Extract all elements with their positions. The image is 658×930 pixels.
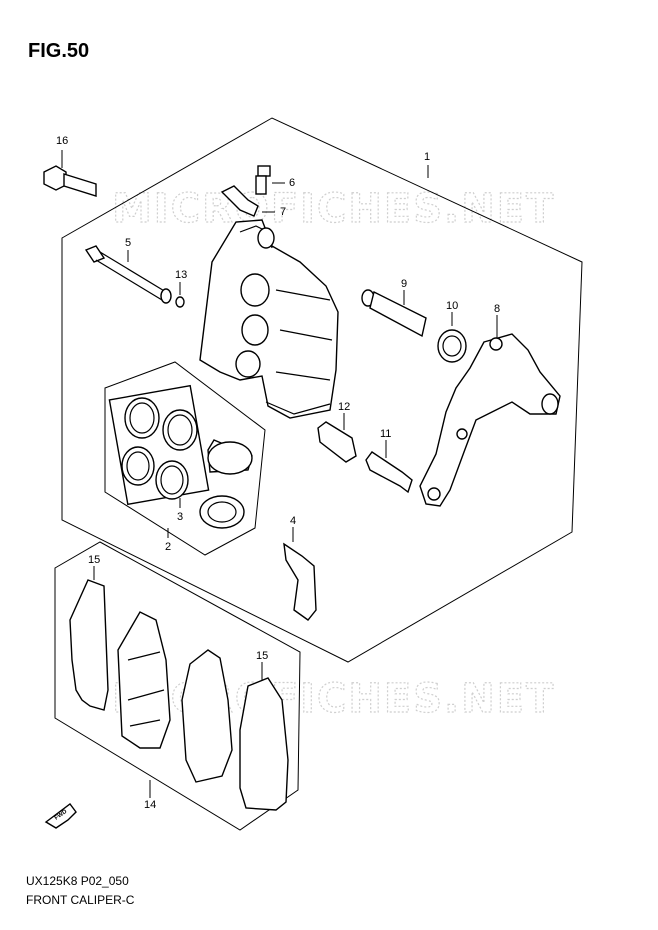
pad-spring-4 bbox=[283, 542, 317, 621]
callout-labels: 16 1 5 13 6 7 9 10 8 12 11 3 2 4 15 15 1… bbox=[56, 135, 500, 811]
fwd-arrow-icon: FWD bbox=[44, 803, 77, 829]
callout-12: 12 bbox=[338, 401, 350, 413]
callout-8: 8 bbox=[494, 303, 500, 315]
figure-name: FRONT CALIPER-C bbox=[26, 893, 135, 907]
pad-shim-15-left bbox=[69, 579, 109, 711]
callout-11: 11 bbox=[380, 428, 391, 440]
pin-5 bbox=[84, 245, 172, 304]
cap-7 bbox=[220, 185, 259, 217]
callout-7: 7 bbox=[280, 206, 286, 218]
callout-14: 14 bbox=[144, 799, 156, 811]
callout-5: 5 bbox=[125, 237, 131, 249]
pin-11 bbox=[365, 451, 413, 494]
callout-2: 2 bbox=[165, 541, 171, 553]
figure-title: FIG.50 bbox=[28, 40, 90, 62]
clip-13 bbox=[175, 296, 185, 308]
callout-3: 3 bbox=[177, 511, 183, 523]
bolt-16 bbox=[43, 165, 97, 197]
pad-14-left bbox=[117, 611, 171, 749]
callout-6: 6 bbox=[289, 177, 295, 189]
boot-10 bbox=[437, 329, 467, 363]
callout-16: 16 bbox=[56, 135, 68, 147]
caliper-body bbox=[199, 219, 339, 419]
watermark-top: MICROFICHES.NET bbox=[112, 186, 555, 232]
callout-15a: 15 bbox=[88, 554, 100, 566]
figure-code: UX125K8 P02_050 bbox=[26, 874, 129, 888]
callout-4: 4 bbox=[290, 515, 296, 527]
pad-14-right bbox=[181, 649, 233, 783]
pin-12 bbox=[317, 421, 357, 463]
pad-shim-15-right bbox=[239, 677, 289, 811]
pistons bbox=[199, 439, 253, 529]
piston-kit-outline bbox=[104, 361, 266, 556]
bracket-8 bbox=[419, 333, 561, 507]
seals-3 bbox=[108, 384, 210, 506]
callout-9: 9 bbox=[401, 278, 407, 290]
callout-13: 13 bbox=[175, 269, 187, 281]
pin-9 bbox=[361, 289, 427, 338]
pad-set-outline bbox=[54, 541, 301, 831]
leader-lines bbox=[61, 150, 498, 798]
callout-10: 10 bbox=[446, 300, 458, 312]
callout-1: 1 bbox=[424, 151, 430, 163]
bleeder-6 bbox=[255, 165, 271, 195]
assembly-outline bbox=[61, 117, 583, 663]
watermark-bottom: MICROFICHES.NET bbox=[112, 676, 555, 722]
callout-15b: 15 bbox=[256, 650, 268, 662]
